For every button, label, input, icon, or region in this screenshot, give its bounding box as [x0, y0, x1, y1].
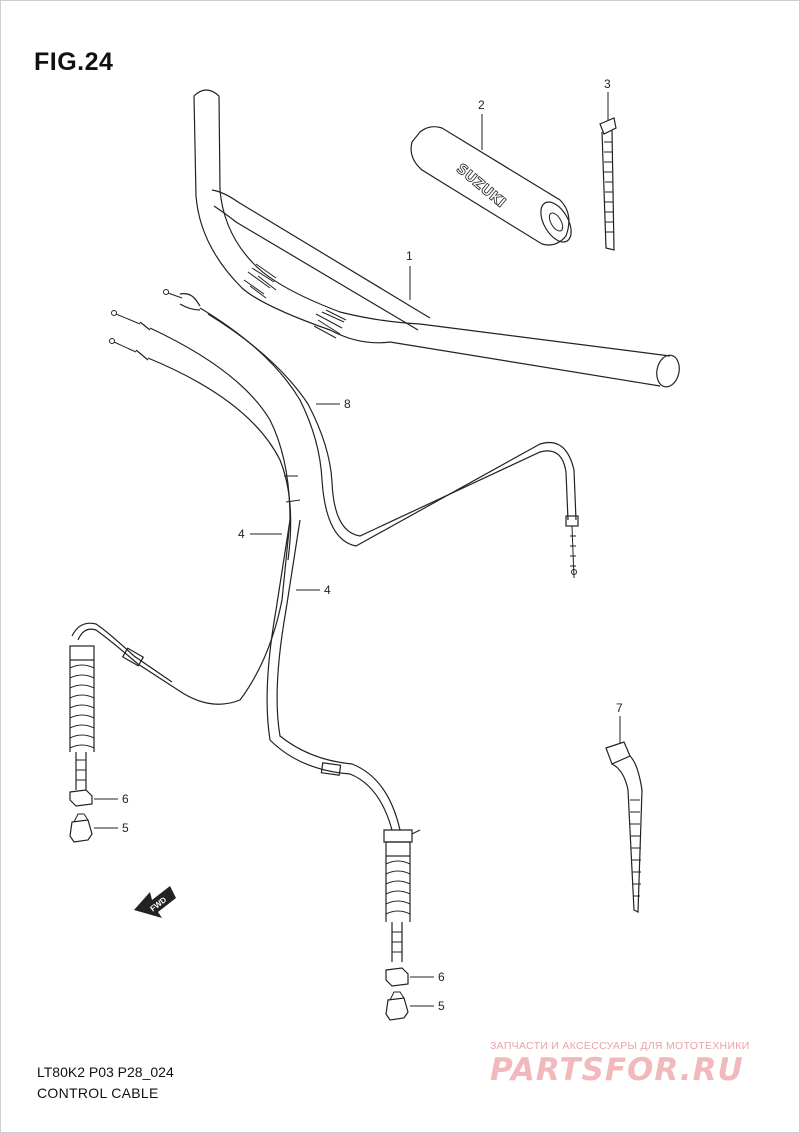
callout-7: 7 — [616, 701, 623, 744]
brake-cable-right — [266, 519, 421, 962]
adjust-nut-left — [69, 789, 93, 807]
callout-label-7: 7 — [616, 701, 623, 715]
callout-1: 1 — [406, 249, 413, 300]
callout-3: 3 — [604, 77, 611, 120]
callout-label-6b: 6 — [438, 970, 445, 984]
handlebar — [193, 89, 680, 388]
throttle-cable — [163, 289, 579, 579]
joint-left — [69, 813, 93, 843]
watermark-logo: PARTSFOR.RU — [490, 1052, 744, 1088]
callout-5a: 5 — [94, 821, 129, 835]
callout-5b: 5 — [410, 999, 445, 1013]
callout-4a: 4 — [238, 527, 282, 541]
callout-label-2: 2 — [478, 98, 485, 112]
callout-label-4a: 4 — [238, 527, 245, 541]
callout-label-8: 8 — [344, 397, 351, 411]
knurl-left — [243, 263, 277, 299]
callout-2: 2 — [478, 98, 485, 150]
handlebar-pad: SUZUKI — [410, 126, 572, 246]
band-strap — [599, 117, 617, 251]
callout-label-3: 3 — [604, 77, 611, 91]
fwd-arrow-icon: FWD — [134, 886, 176, 918]
callout-8: 8 — [316, 397, 351, 411]
joint-right — [385, 991, 409, 1021]
knurl-right — [313, 309, 347, 339]
figure-title: FIG.24 — [34, 48, 114, 76]
callout-6b: 6 — [410, 970, 445, 984]
callout-label-6a: 6 — [122, 792, 129, 806]
callout-label-1: 1 — [406, 249, 413, 263]
callout-label-4b: 4 — [324, 583, 331, 597]
diagram-code: LT80K2 P03 P28_024 — [37, 1064, 174, 1080]
adjust-nut-right — [385, 967, 409, 987]
grip-logo: SUZUKI — [453, 161, 509, 211]
watermark-tagline: ЗАПЧАСТИ И АКСЕССУАРЫ ДЛЯ МОТОТЕХНИКИ — [490, 1040, 750, 1052]
cable-tie — [605, 741, 643, 913]
callout-label-5b: 5 — [438, 999, 445, 1013]
callout-6a: 6 — [94, 792, 129, 806]
brake-cable-left — [69, 310, 301, 790]
diagram-caption: CONTROL CABLE — [37, 1085, 159, 1101]
callout-4b: 4 — [296, 583, 331, 597]
callout-label-5a: 5 — [122, 821, 129, 835]
